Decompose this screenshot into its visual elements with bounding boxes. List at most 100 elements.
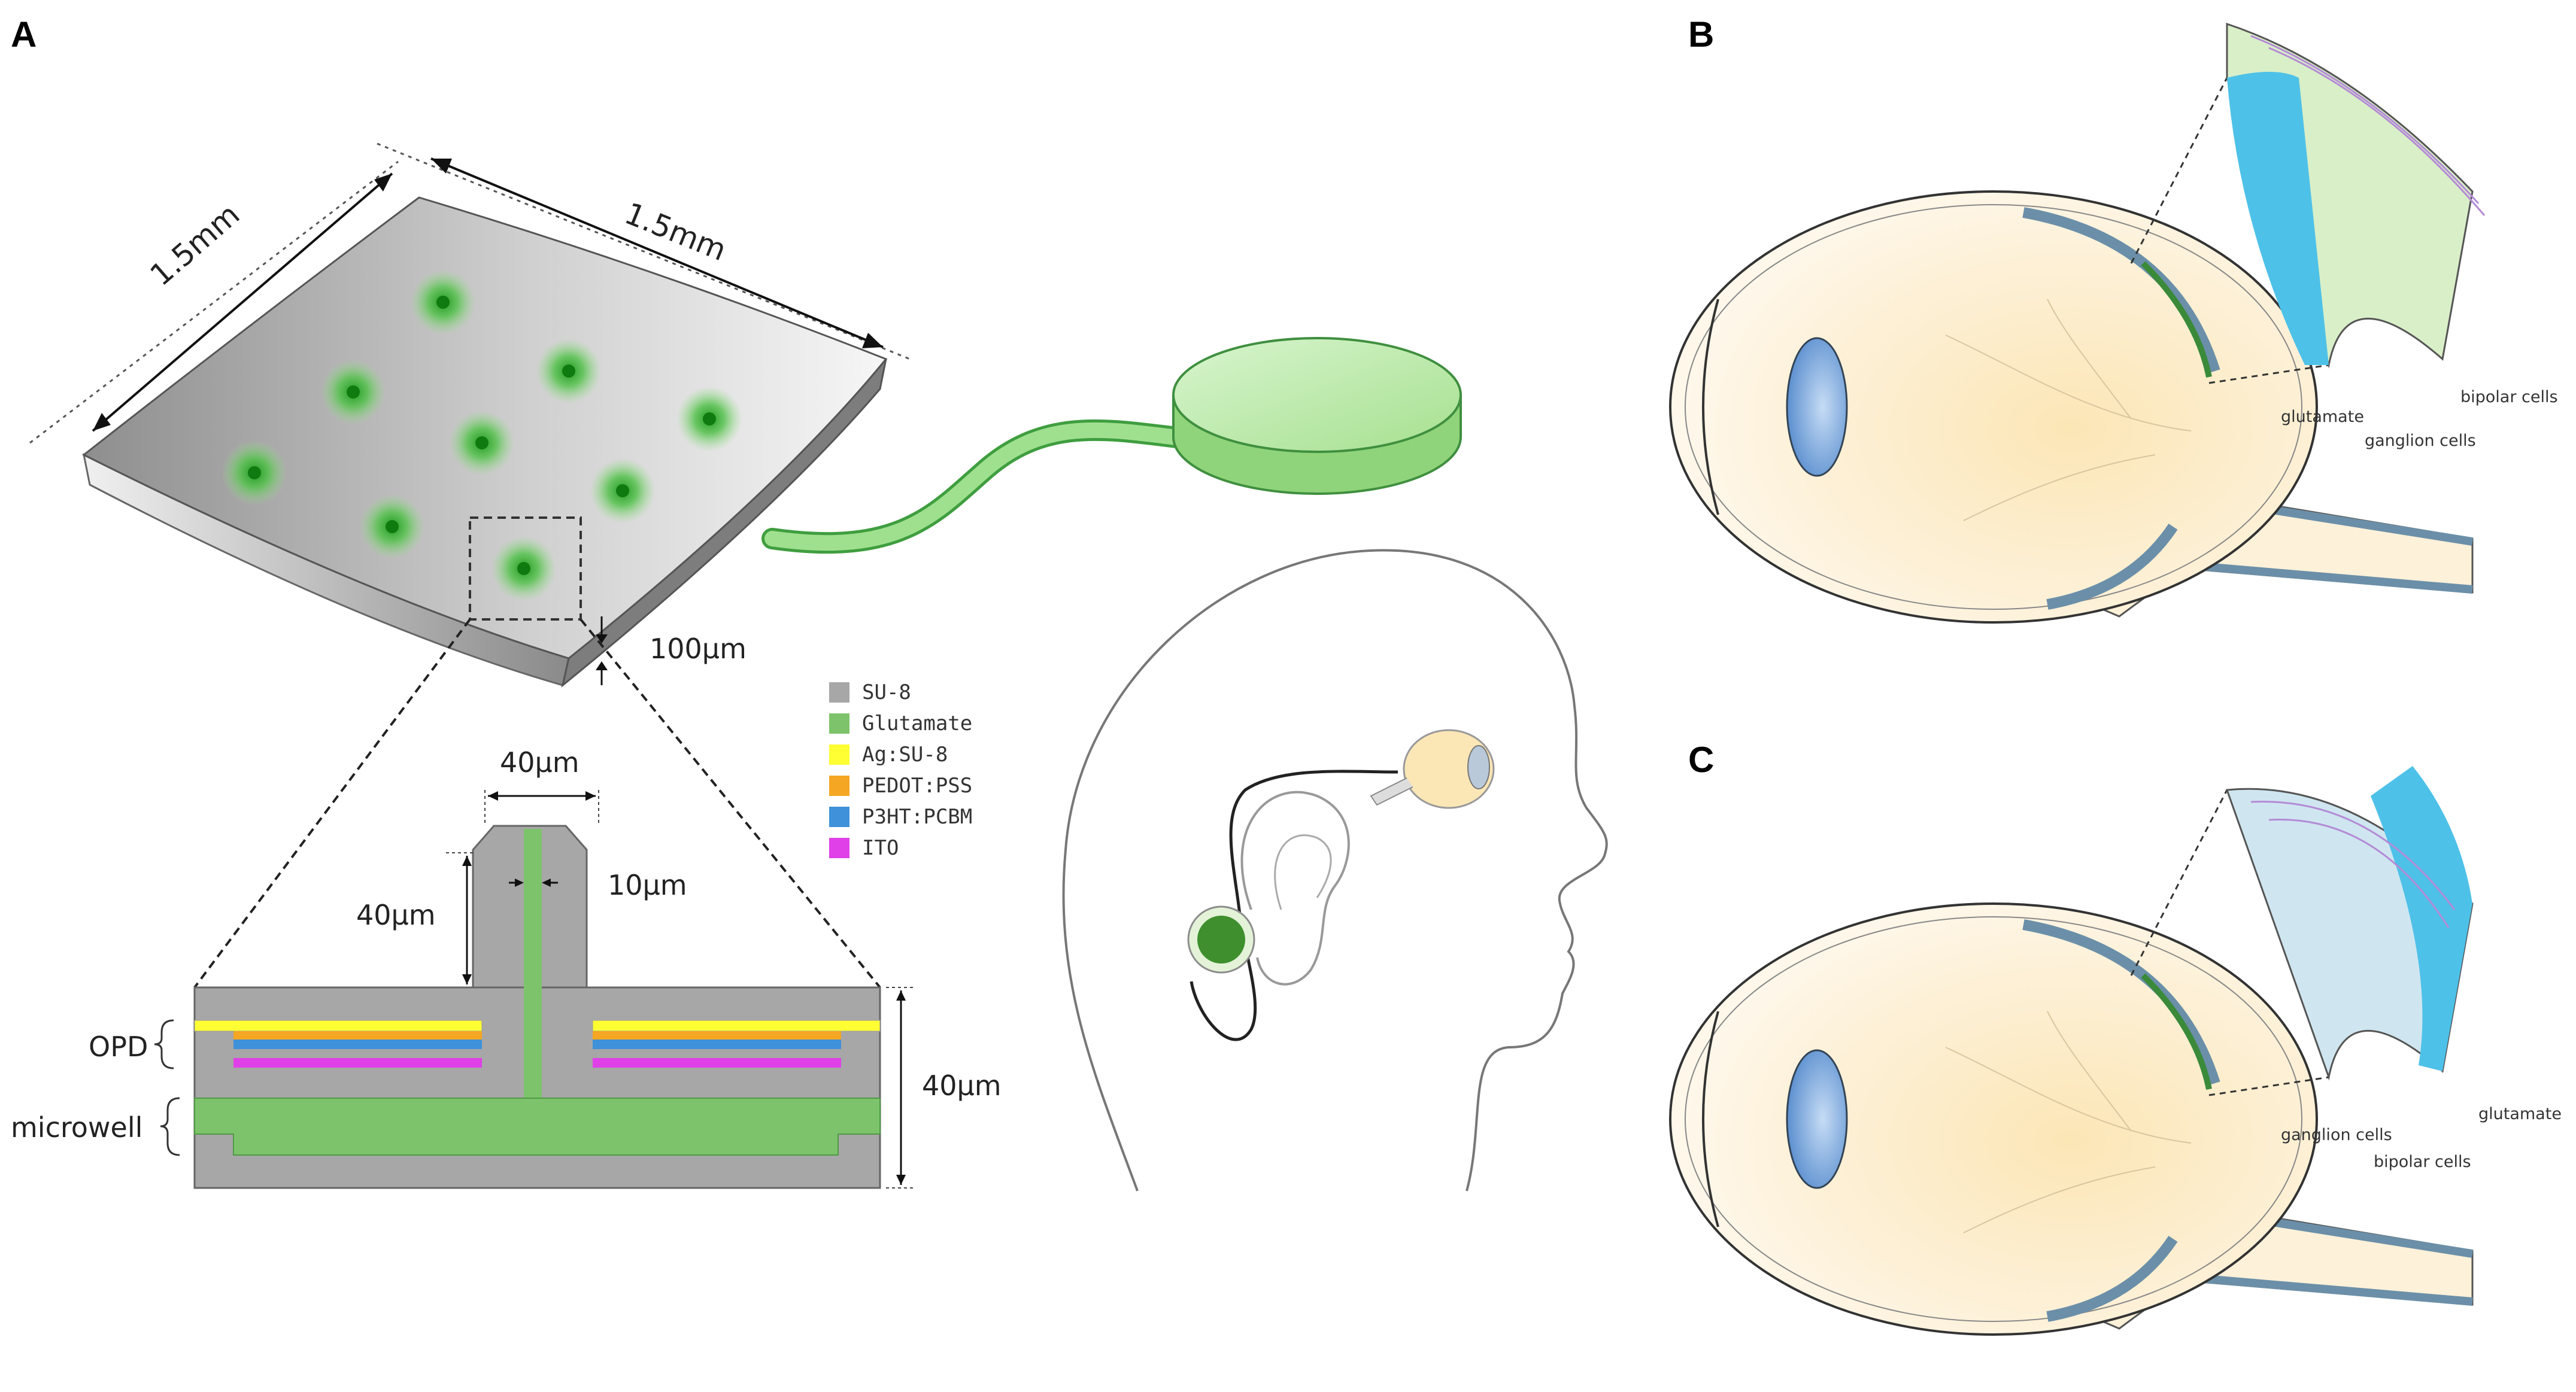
- ganglion-label-c: ganglion cells: [2281, 1126, 2392, 1144]
- ito-layer: [233, 1058, 482, 1068]
- retina-band-lower: [2046, 524, 2178, 610]
- legend-swatch-pedot: [829, 776, 849, 796]
- retinal-vessels: [1945, 299, 2192, 521]
- implant-wire: [1190, 770, 1398, 1041]
- cornea: [1702, 1011, 1719, 1227]
- legend-swatch-su8: [829, 682, 849, 703]
- ag-su8-layer: [194, 1020, 483, 1032]
- p3ht-layer: [593, 1040, 841, 1049]
- spot-center: [475, 436, 489, 449]
- legend-swatch-ito: [829, 838, 849, 858]
- width-arrow: [92, 172, 393, 432]
- arrowhead: [488, 791, 498, 801]
- ear-inner: [1274, 834, 1332, 910]
- small-eye-lens: [1467, 745, 1490, 789]
- microwell: [194, 1098, 881, 1156]
- top-width-label: 40μm: [500, 746, 579, 779]
- wedge-b-implant: [2227, 72, 2329, 365]
- legend-label: PEDOT:PSS: [862, 774, 972, 798]
- arrowhead: [462, 856, 472, 866]
- implant-strip: [2141, 261, 2212, 378]
- microwell-brace: [160, 1097, 180, 1156]
- total-height-label: 40μm: [922, 1069, 1002, 1102]
- opd-brace: [154, 1019, 174, 1069]
- spot-center: [248, 466, 261, 479]
- legend-label: SU-8: [862, 680, 911, 704]
- legend-swatch-p3ht: [829, 807, 849, 827]
- cable: [764, 422, 1205, 551]
- panel-label-b: B: [1688, 14, 1714, 54]
- retinal-vessels: [1945, 1011, 2192, 1233]
- wedge-c-line: [2268, 819, 2450, 928]
- legend-label: Glutamate: [862, 712, 972, 735]
- head-outline: [1062, 549, 1608, 1192]
- length-arrow: [430, 157, 884, 348]
- bipolar-label-c: bipolar cells: [2374, 1153, 2471, 1171]
- cornea: [1702, 299, 1719, 515]
- wedge-b-line: [2250, 35, 2480, 205]
- glutamate-channel: [524, 829, 542, 1104]
- length-extension: [377, 142, 911, 360]
- cable-outline: [761, 419, 1208, 554]
- small-eye: [1403, 729, 1495, 809]
- nerve-sheath-bottom: [2190, 1274, 2473, 1306]
- lens: [1786, 337, 1848, 477]
- arrowhead: [596, 661, 608, 670]
- eyeball: [1669, 902, 2318, 1336]
- ear: [1240, 791, 1350, 986]
- arrowhead: [542, 879, 551, 887]
- eye-b: [1669, 190, 2474, 624]
- pillar-height-label: 40μm: [356, 899, 436, 931]
- spot-center: [703, 412, 716, 425]
- spot-center: [616, 484, 629, 497]
- zoom-line-c-bottom: [2208, 1076, 2329, 1096]
- panel-label-c: C: [1688, 740, 1714, 780]
- spot-center: [386, 520, 399, 533]
- opd-label: OPD: [89, 1031, 148, 1063]
- zoom-line-c-top: [2130, 789, 2228, 976]
- spot-center: [347, 385, 360, 399]
- small-optic-nerve: [1370, 777, 1413, 806]
- spot-center: [436, 296, 450, 309]
- arrowhead: [896, 990, 906, 1001]
- spot-center: [517, 562, 530, 575]
- legend-label: ITO: [862, 836, 899, 860]
- legend-swatch-glutamate: [829, 713, 849, 734]
- length-label: 1.5mm: [620, 196, 732, 268]
- pedot-layer: [593, 1031, 841, 1040]
- glutamate-label-c: glutamate: [2478, 1105, 2562, 1123]
- arrowhead: [585, 791, 596, 801]
- eyeball-inner: [1685, 204, 2302, 610]
- thickness-label: 100μm: [650, 633, 747, 665]
- arrowhead: [462, 974, 472, 984]
- eye-c: [1669, 902, 2474, 1336]
- legend: SU-8 Glutamate Ag:SU-8 PEDOT:PSS P3HT:PC…: [829, 680, 972, 860]
- zoom-box: [469, 516, 582, 621]
- retina-band-lower: [2046, 1236, 2178, 1322]
- legend-label: Ag:SU-8: [862, 743, 948, 767]
- implant-receiver: [1197, 916, 1245, 964]
- zoom-line-b-top: [2130, 77, 2228, 264]
- lens: [1786, 1049, 1848, 1189]
- cross-section: [193, 825, 881, 1189]
- arrowhead: [515, 879, 524, 887]
- implant-strip: [2141, 973, 2212, 1090]
- legend-label: P3HT:PCBM: [862, 805, 972, 829]
- ganglion-label-b: ganglion cells: [2365, 431, 2476, 450]
- channel-width-label: 10μm: [608, 869, 687, 901]
- zoom-line-right: [579, 618, 881, 989]
- pedot-layer: [233, 1031, 482, 1040]
- wedge-c-implant: [2371, 766, 2472, 1071]
- width-label: 1.5mm: [144, 197, 247, 293]
- nerve-sheath-bottom: [2190, 561, 2473, 594]
- arrowhead: [896, 1175, 906, 1185]
- ag-su8-layer: [592, 1020, 881, 1032]
- arrowhead: [374, 174, 392, 192]
- arrowhead: [93, 413, 111, 431]
- ito-layer: [593, 1058, 841, 1068]
- spot-center: [562, 364, 575, 378]
- panel-label-a: A: [11, 14, 37, 54]
- arrowhead: [431, 159, 452, 174]
- bipolar-label-b: bipolar cells: [2460, 388, 2558, 406]
- retina-wedge-c: [2225, 766, 2474, 1081]
